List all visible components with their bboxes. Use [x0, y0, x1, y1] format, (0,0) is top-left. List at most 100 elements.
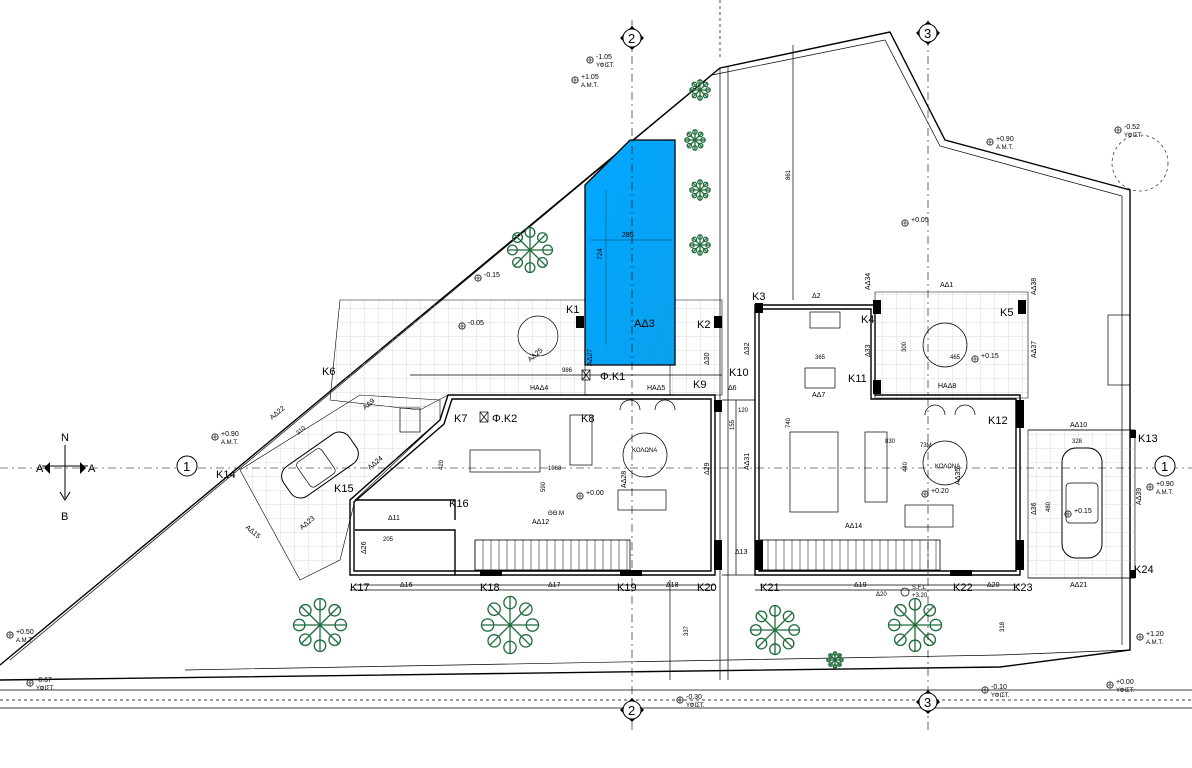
opening-ad21: ΑΔ21 — [1070, 582, 1087, 589]
trees — [292, 79, 943, 669]
opening-ad15: ΑΔ15 — [244, 524, 262, 540]
dim-328: 328 — [1072, 439, 1083, 445]
level-marker: +0.90Α.Μ.Τ. — [1146, 481, 1174, 496]
dim-420: 420 — [439, 459, 445, 470]
opening-ad31: ΑΔ31 — [744, 453, 751, 470]
level-ref: ΥΦΙΣΤ. — [686, 703, 705, 709]
opening-d11: Δ11 — [388, 515, 400, 522]
level-marker: +0.50Α.Μ.Τ. — [6, 629, 34, 644]
col-k1: K1 — [566, 304, 579, 316]
opening-ad38: ΑΔ38 — [1031, 278, 1038, 295]
structural-columns — [480, 300, 1136, 578]
dim-365: 365 — [815, 355, 826, 361]
level-ref: Α.Μ.Τ. — [221, 440, 238, 446]
sfl-label: S.F.L — [912, 585, 926, 591]
dim-740: 740 — [786, 417, 792, 428]
level-value: +0.90 — [1156, 481, 1174, 488]
level-value: -0.15 — [484, 272, 500, 279]
opening-d36: Δ36 — [1031, 502, 1038, 515]
opening-d33: Δ33 — [865, 344, 872, 357]
opening-ad14: ΑΔ14 — [845, 523, 862, 530]
dim-986: 986 — [562, 368, 573, 374]
level-marker: -0.15 — [474, 272, 500, 282]
axis-label: 1 — [1161, 459, 1168, 474]
tree-icon — [689, 79, 711, 101]
level-ref: ΥΦΙΣΤ. — [596, 63, 615, 69]
col-k9: K9 — [693, 379, 706, 391]
tree-icon — [684, 129, 706, 151]
level-value: +0.05 — [911, 217, 929, 224]
dimension-labels: 861 986 365 300 465 740 830 1068 328 480… — [295, 45, 1083, 680]
dim-205: 205 — [383, 537, 394, 543]
level-value: -0.30 — [686, 694, 702, 701]
opening-had8: ΗΑΔ8 — [938, 383, 956, 390]
opening-d19: Δ19 — [854, 582, 867, 589]
col-k16: K16 — [449, 498, 469, 510]
col-k13: K13 — [1138, 433, 1158, 445]
dim-830: 830 — [885, 439, 896, 445]
level-value: -0.52 — [1124, 124, 1140, 131]
level-ref: Α.Μ.Τ. — [16, 638, 33, 644]
opening-d32: Δ32 — [744, 342, 751, 355]
opening-d29: Δ29 — [704, 462, 711, 475]
chimney-fk1: Φ.Κ1 — [600, 371, 625, 383]
axis-marker-1-right: 1 — [1154, 455, 1176, 477]
level-value: -1.05 — [596, 54, 612, 61]
level-markers: -1.05ΥΦΙΣΤ.+1.05Α.Μ.Τ.+0.90Α.Μ.Τ.-0.52ΥΦ… — [6, 54, 1174, 709]
col-k10: K10 — [729, 367, 749, 379]
dim-861: 861 — [786, 169, 792, 180]
dim-465: 465 — [950, 355, 961, 361]
col-k24: K24 — [1134, 564, 1154, 576]
opening-d17: Δ17 — [548, 582, 561, 589]
column-labels: K1 K2 K3 K4 K5 K6 K7 K8 K9 K10 K11 K12 K… — [216, 291, 1158, 594]
stairs — [474, 539, 941, 571]
level-marker: +1.20Α.Μ.Τ. — [1136, 631, 1164, 646]
col-k11: K11 — [848, 373, 867, 385]
col-k6: K6 — [322, 366, 335, 378]
opening-ad35: ΑΔ35 — [955, 468, 962, 485]
opening-ad1: ΑΔ1 — [940, 282, 953, 289]
level-ref: Α.Μ.Τ. — [581, 83, 598, 89]
level-value: +0.90 — [221, 431, 239, 438]
level-value: +0.00 — [1116, 679, 1134, 686]
opening-ad7: ΑΔ7 — [812, 392, 825, 399]
note-tv: 73Μ — [920, 443, 932, 449]
col-k15: K15 — [334, 483, 354, 495]
dim-155: 155 — [730, 419, 736, 430]
opening-d13: Δ13 — [735, 549, 748, 556]
opening-had5: ΗΑΔ5 — [647, 385, 665, 392]
col-k21: K21 — [760, 582, 780, 594]
col-k18: K18 — [480, 582, 500, 594]
tree-icon — [689, 179, 711, 201]
level-ref: ΥΦΙΣΤ. — [36, 686, 55, 692]
level-value: +0.20 — [931, 488, 949, 495]
col-k2: K2 — [697, 319, 710, 331]
tree-canopy-outline — [1111, 134, 1169, 192]
level-marker: +0.15 — [971, 353, 999, 363]
tree-icon — [887, 597, 943, 653]
level-marker: -0.05 — [458, 320, 484, 330]
col-k14: K14 — [216, 469, 236, 481]
col-k17: K17 — [350, 582, 370, 594]
opening-ad34: ΑΔ34 — [865, 273, 872, 290]
sfl-value: +3.20 — [912, 593, 928, 599]
axis-label: 3 — [924, 695, 931, 710]
note-fr: ΘΘ.Μ — [548, 511, 564, 517]
col-k7: K7 — [454, 413, 467, 425]
dim-440: 440 — [903, 461, 909, 472]
opening-d30: Δ30 — [704, 352, 711, 365]
level-marker: +0.20 — [921, 488, 949, 498]
level-value: +0.90 — [996, 136, 1014, 143]
level-marker: +0.05 — [901, 217, 929, 227]
level-marker: +0.00 — [576, 490, 604, 500]
opening-ad28: ΑΔ28 — [621, 471, 628, 488]
level-marker: +0.90Α.Μ.Τ. — [986, 136, 1014, 151]
opening-ad37: ΑΔ37 — [1031, 341, 1038, 358]
dim-480: 480 — [1046, 501, 1052, 512]
